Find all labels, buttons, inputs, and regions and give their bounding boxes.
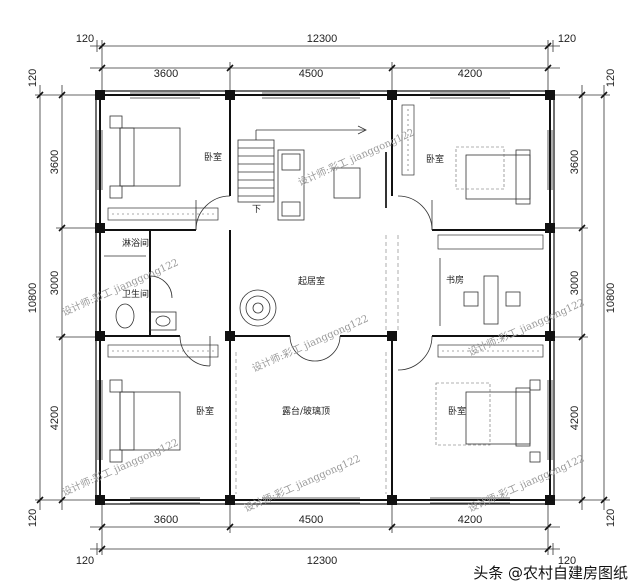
watermark-6: 设计师:彩工 jianggong122: [242, 452, 362, 515]
dim-left-seg-3: 4200: [49, 406, 61, 430]
beds: [109, 115, 541, 463]
stair: [237, 125, 367, 203]
rug-outlines: [435, 146, 505, 446]
label-living-room: 起居室: [298, 275, 325, 287]
dim-right-offset-top: 120: [605, 69, 617, 87]
watermark-7: 设计师:彩工 jianggong122: [466, 452, 586, 515]
dim-bottom-overall: 12300: [307, 555, 338, 567]
label-bedroom-bottom-right: 卧室: [448, 405, 466, 417]
dim-bottom-offset-right: 120: [558, 555, 576, 567]
dim-left-seg-1: 3600: [49, 150, 61, 174]
dim-left-offset-bottom: 120: [27, 509, 39, 527]
dim-top-seg-2: 4500: [299, 68, 323, 80]
label-bedroom-top-right: 卧室: [426, 153, 444, 165]
label-bedroom-bottom-left: 卧室: [196, 405, 214, 417]
wardrobe-hangers: [112, 109, 539, 352]
dim-top-seg-3: 4200: [458, 68, 482, 80]
dim-right-seg-3: 4200: [569, 406, 581, 430]
dim-bottom-seg-3: 4200: [458, 514, 482, 526]
watermark-3: 设计师:彩工 jianggong122: [250, 312, 370, 375]
sofa-set: [277, 149, 387, 221]
dim-top-seg-1: 3600: [154, 68, 178, 80]
dim-right-seg-2: 3000: [569, 271, 581, 295]
dim-left-seg-2: 3000: [49, 271, 61, 295]
windows: [97, 92, 553, 504]
dim-bottom-offset-left: 120: [76, 555, 94, 567]
study-desk: [439, 258, 521, 326]
dim-right-overall: 10800: [605, 283, 617, 314]
tick-marks: [36, 42, 608, 553]
dim-top-overall: 12300: [307, 33, 338, 45]
label-toilet: 卫生间: [122, 288, 149, 300]
watermark-2: 设计师:彩工 jianggong122: [60, 256, 180, 319]
round-table: [239, 289, 277, 327]
dim-left-offset-top: 120: [27, 69, 39, 87]
wardrobes: [107, 104, 544, 358]
label-terrace: 露台/玻璃顶: [282, 405, 330, 417]
credit-text: 头条 @农村自建房图纸: [473, 564, 628, 582]
dim-bottom-seg-1: 3600: [154, 514, 178, 526]
dim-top-offset-right: 120: [558, 33, 576, 45]
dim-left-overall: 10800: [27, 283, 39, 314]
dim-bottom-seg-2: 4500: [299, 514, 323, 526]
bathroom-fixtures: [104, 255, 177, 331]
dim-top-offset-left: 120: [76, 33, 94, 45]
terrace-outline: [235, 235, 399, 494]
doors: [149, 195, 433, 371]
label-study: 书房: [446, 274, 464, 286]
label-shower: 淋浴间: [122, 237, 149, 249]
label-bedroom-top-left: 卧室: [204, 151, 222, 163]
label-stair-down: 下: [252, 205, 261, 215]
watermark-1: 设计师:彩工 jianggong122: [296, 126, 416, 189]
structural-columns: [95, 90, 555, 505]
dim-right-offset-bottom: 120: [605, 509, 617, 527]
dim-right-seg-1: 3600: [569, 150, 581, 174]
